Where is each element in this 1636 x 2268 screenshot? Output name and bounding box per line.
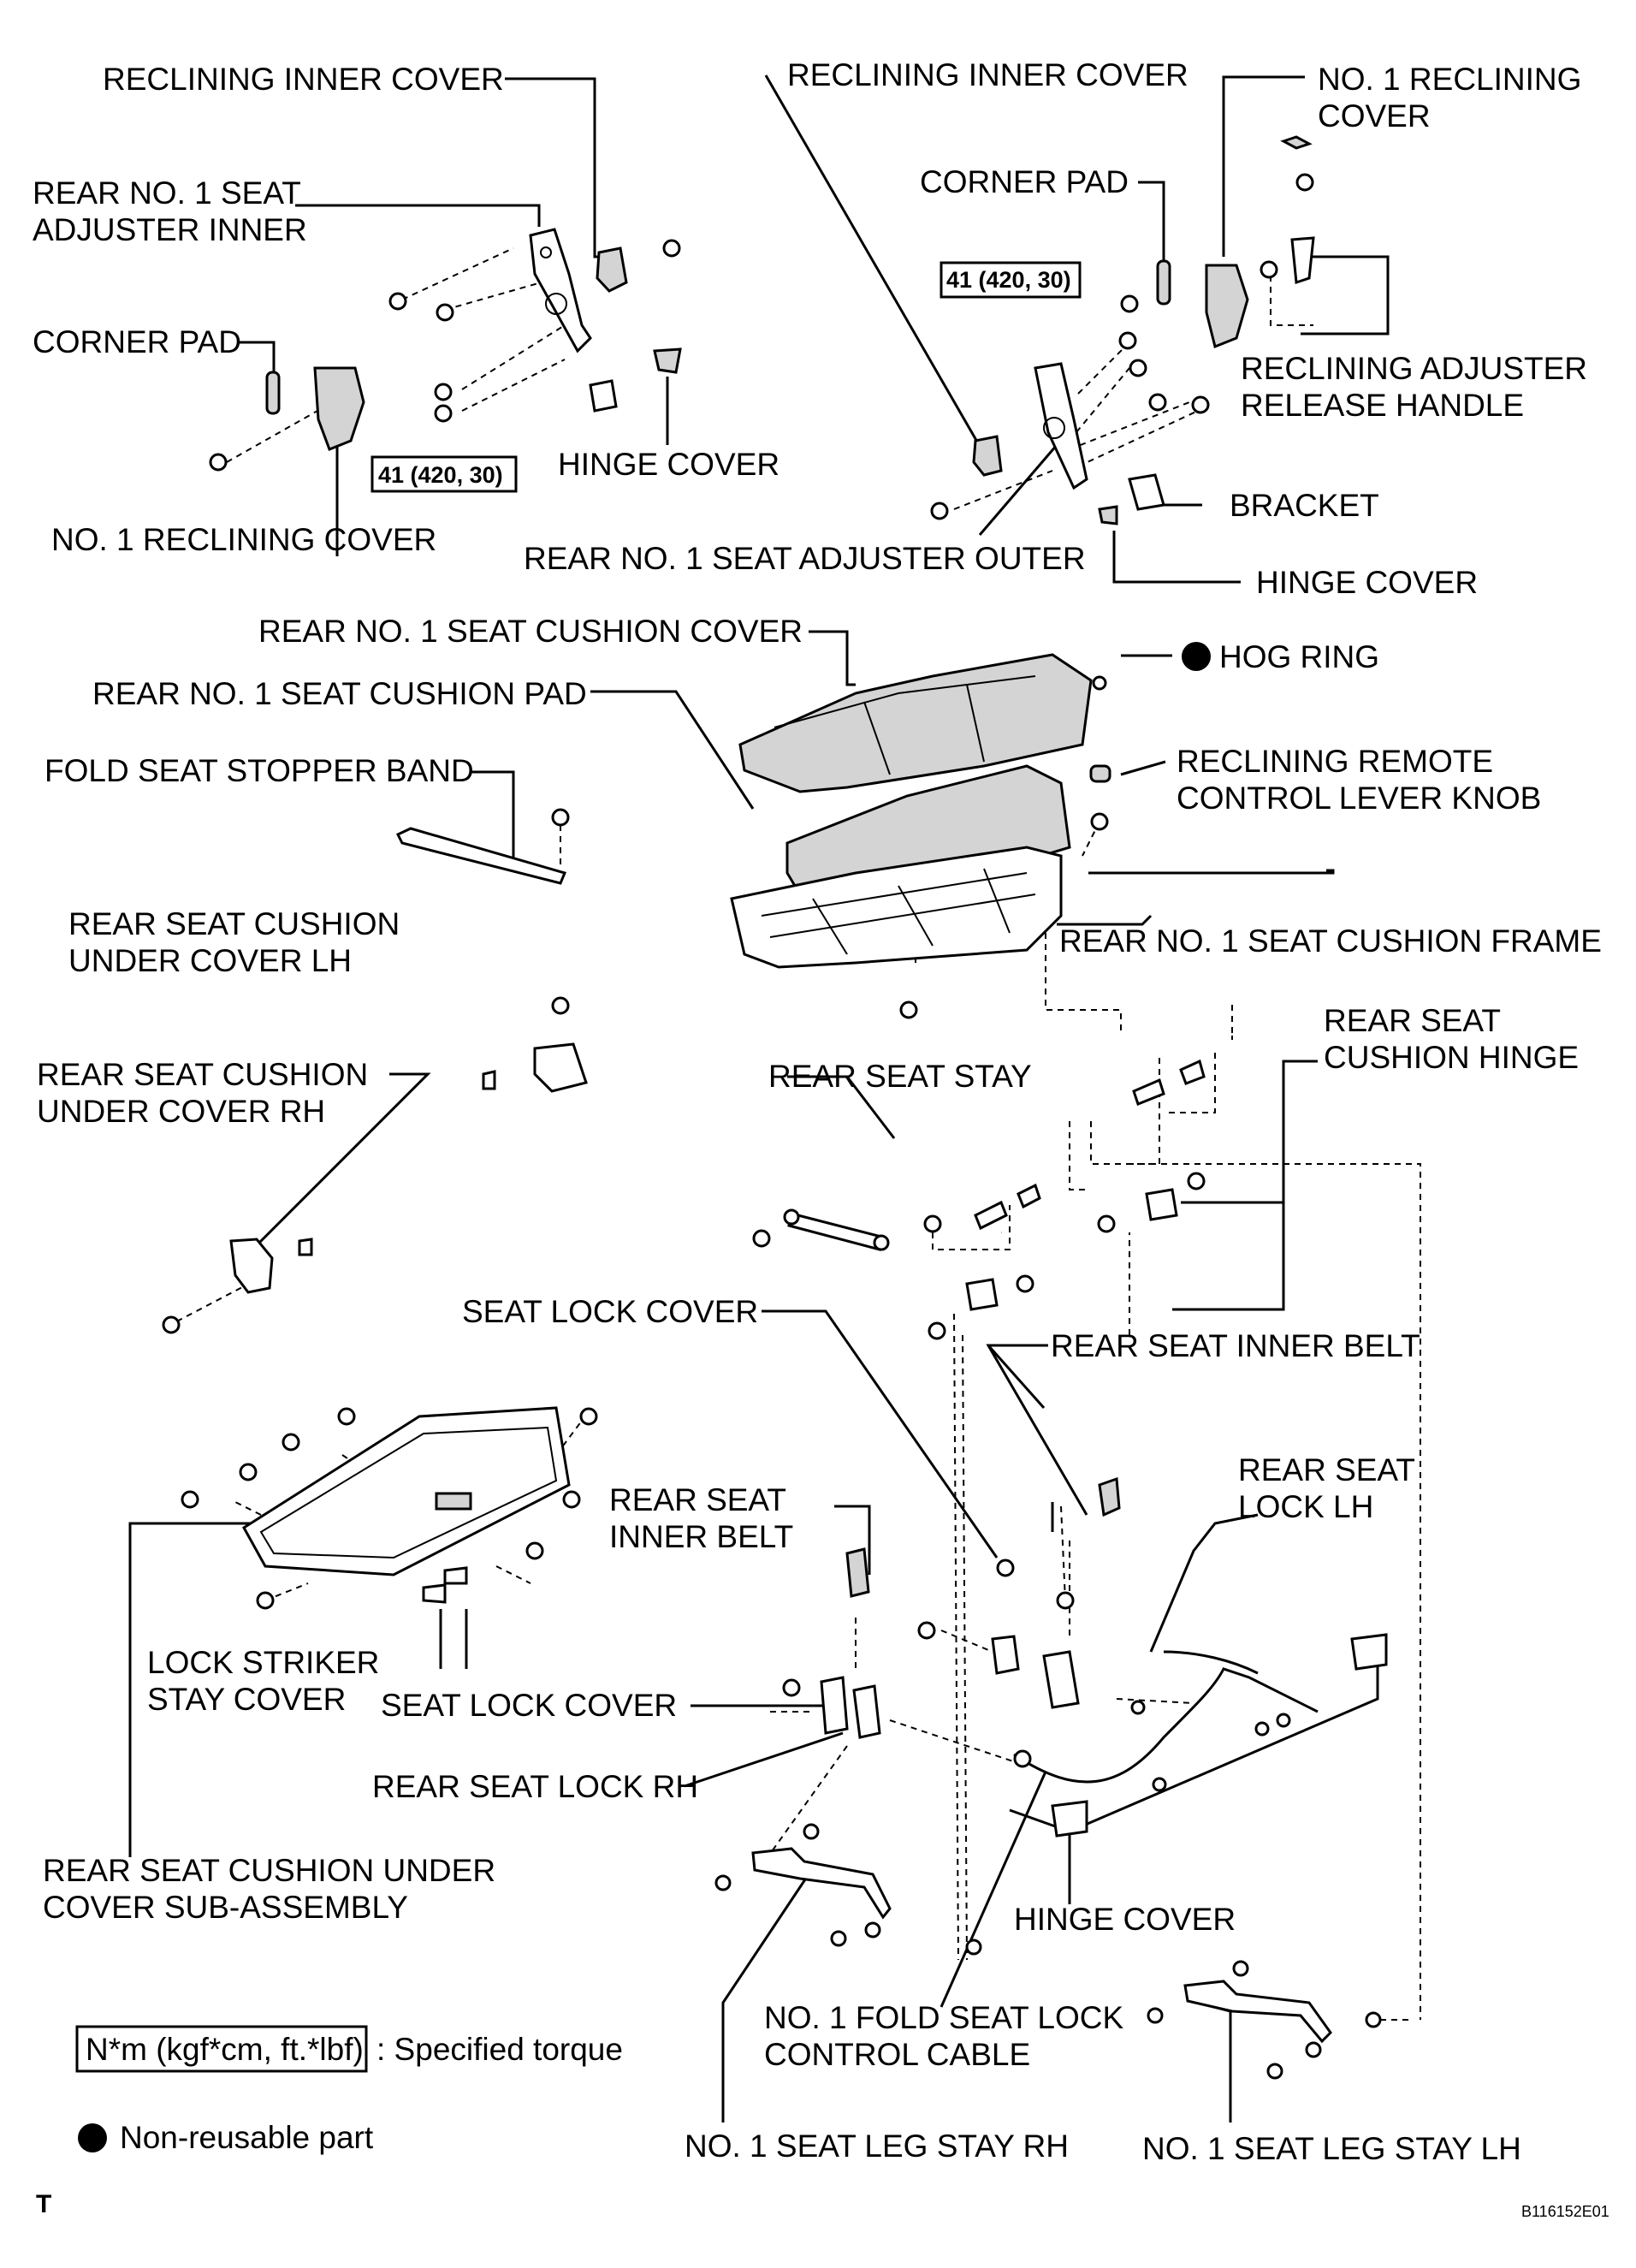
- bracket-part: [1128, 473, 1165, 511]
- legend-torque-box: [75, 2025, 368, 2073]
- label-fold-seat-stopper-band: FOLD SEAT STOPPER BAND: [44, 753, 474, 788]
- remote-lever-knob-part: [1089, 764, 1111, 783]
- label-reclining-inner-cover-right: RECLINING INNER COVER: [787, 57, 1188, 92]
- corner-pad-left-part: [265, 371, 281, 415]
- label-seat-lock-cover-bottom: SEAT LOCK COVER: [381, 1688, 677, 1723]
- reclining-inner-cover-right-part: [972, 435, 1003, 477]
- label-cushion-cover: REAR NO. 1 SEAT CUSHION COVER: [258, 614, 803, 649]
- legend-torque-units: N*m (kgf*cm, ft.*lbf): [86, 2032, 364, 2067]
- corner-pad-right-part: [1156, 259, 1171, 306]
- label-seat-lock-lh-line2: LOCK LH: [1238, 1489, 1373, 1524]
- under-cover-lh-part: [533, 1042, 588, 1093]
- label-release-handle-line2: RELEASE HANDLE: [1241, 388, 1524, 423]
- label-seat-lock-lh: REAR SEAT: [1238, 1452, 1415, 1487]
- legend: N*m (kgf*cm, ft.*lbf) : Specified torque…: [75, 2025, 623, 2155]
- label-fold-seat-lock-cable: NO. 1 FOLD SEAT LOCK: [764, 2000, 1123, 2035]
- legend-nonreusable-text: Non-reusable part: [120, 2120, 374, 2155]
- label-cushion-hinge-line2: CUSHION HINGE: [1324, 1040, 1579, 1075]
- seat-cushion-cover-part: [738, 653, 1093, 793]
- label-seat-adjuster-inner-line2: ADJUSTER INNER: [33, 212, 307, 247]
- torque-spec-right: 41 (420, 30): [940, 261, 1082, 299]
- label-leg-stay-rh: NO. 1 SEAT LEG STAY RH: [685, 2128, 1069, 2164]
- label-lock-striker-stay-cover-line2: STAY COVER: [147, 1682, 346, 1717]
- seat-lock-rh-part: [820, 1676, 849, 1735]
- label-under-cover-lh-line2: UNDER COVER LH: [68, 943, 352, 978]
- label-under-cover-rh-line2: UNDER COVER RH: [37, 1094, 325, 1129]
- nonreusable-bullet-icon: [1182, 642, 1211, 671]
- inner-belt-left-part: [845, 1547, 870, 1598]
- label-seat-adjuster-outer: REAR NO. 1 SEAT ADJUSTER OUTER: [524, 541, 1086, 576]
- label-remote-lever-knob: RECLINING REMOTE: [1177, 744, 1493, 779]
- label-remote-lever-knob-line2: CONTROL LEVER KNOB: [1177, 781, 1541, 816]
- seat-cushion-frame-part: [730, 846, 1063, 969]
- hinge-cover-bottom-right-part: [1350, 1633, 1388, 1671]
- hinge-cover-bottom-left-part: [1051, 1800, 1088, 1838]
- inner-belt-right-part: [1098, 1476, 1121, 1517]
- label-seat-lock-cover-top: SEAT LOCK COVER: [462, 1294, 758, 1329]
- reclining-cover-right-part: [1205, 264, 1249, 349]
- label-reclining-cover-right-line2: COVER: [1318, 98, 1431, 134]
- label-hinge-cover-bottom: HINGE COVER: [1014, 1902, 1236, 1937]
- fold-seat-lock-cable-part: [1013, 1667, 1319, 1784]
- under-cover-rh-part: [229, 1238, 274, 1294]
- rear-seat-stay-part: [787, 1212, 883, 1251]
- label-inner-belt-right: REAR SEAT INNER BELT: [1051, 1328, 1420, 1363]
- hinge-cover-top-part: [653, 347, 682, 374]
- label-reclining-inner-cover-left: RECLINING INNER COVER: [103, 62, 504, 97]
- label-seat-adjuster-inner: REAR NO. 1 SEAT: [33, 175, 301, 211]
- parts: [162, 135, 1388, 2080]
- label-under-cover-sub-assembly-line2: COVER SUB-ASSEMBLY: [43, 1890, 408, 1925]
- legend-torque-text: : Specified torque: [376, 2032, 623, 2067]
- label-seat-lock-rh: REAR SEAT LOCK RH: [372, 1769, 698, 1804]
- svg-text:41 (420, 30): 41 (420, 30): [378, 462, 503, 488]
- seat-adjuster-outer-part: [1034, 362, 1088, 490]
- label-hog-ring: HOG RING: [1219, 639, 1379, 674]
- label-corner-pad-right: CORNER PAD: [920, 164, 1129, 199]
- hog-ring-part: [1092, 675, 1107, 691]
- label-inner-belt-left: REAR SEAT: [609, 1482, 786, 1517]
- lock-striker-stay-cover-part: [422, 1583, 447, 1604]
- seat-adjuster-inner-part: [529, 228, 592, 353]
- nonreusable-legend-icon: [78, 2123, 107, 2152]
- under-cover-sub-assembly-part: [242, 1406, 571, 1576]
- label-cushion-pad: REAR NO. 1 SEAT CUSHION PAD: [92, 676, 587, 711]
- label-hinge-cover-right: HINGE COVER: [1256, 565, 1478, 600]
- figure-code: B116152E01: [1521, 2203, 1609, 2220]
- release-handle-part: [1290, 236, 1315, 285]
- seat-lock-cover-top-part: [991, 1635, 1020, 1675]
- callout-labels: RECLINING INNER COVER REAR NO. 1 SEAT AD…: [33, 57, 1602, 2166]
- leg-stay-rh-part: [751, 1847, 892, 1920]
- torque-spec-left: 41 (420, 30): [370, 455, 518, 493]
- fold-seat-stopper-band-part: [395, 827, 567, 885]
- label-cushion-hinge: REAR SEAT: [1324, 1003, 1501, 1038]
- label-fold-seat-lock-cable-line2: CONTROL CABLE: [764, 2037, 1030, 2072]
- alignment-lines: [166, 247, 1421, 2021]
- label-inner-belt-left-line2: INNER BELT: [609, 1519, 793, 1554]
- label-bracket: BRACKET: [1230, 488, 1379, 523]
- bolts: [162, 173, 1382, 2080]
- label-corner-pad-left: CORNER PAD: [33, 324, 241, 359]
- label-reclining-cover-left: NO. 1 RECLINING COVER: [51, 522, 436, 557]
- cushion-hinge-part: [1145, 1188, 1178, 1221]
- label-release-handle: RECLINING ADJUSTER: [1241, 351, 1587, 386]
- label-reclining-cover-right: NO. 1 RECLINING: [1318, 62, 1581, 97]
- label-hinge-cover-top: HINGE COVER: [558, 447, 779, 482]
- label-under-cover-lh: REAR SEAT CUSHION: [68, 906, 400, 941]
- hinge-cover-right-part: [1098, 505, 1118, 525]
- seat-lock-lh-part: [1042, 1650, 1080, 1709]
- label-cushion-frame: REAR NO. 1 SEAT CUSHION FRAME: [1059, 923, 1602, 959]
- leg-stay-lh-part: [1183, 1980, 1332, 2044]
- corner-mark: T: [36, 2190, 51, 2218]
- reclining-cover-left-part: [313, 366, 365, 451]
- label-rear-seat-stay: REAR SEAT STAY: [768, 1059, 1032, 1094]
- svg-text:41 (420, 30): 41 (420, 30): [946, 267, 1071, 293]
- label-leg-stay-lh: NO. 1 SEAT LEG STAY LH: [1142, 2131, 1521, 2166]
- label-under-cover-sub-assembly: REAR SEAT CUSHION UNDER: [43, 1853, 495, 1888]
- reclining-inner-cover-left-part: [596, 246, 628, 293]
- label-lock-striker-stay-cover: LOCK STRIKER: [147, 1645, 379, 1680]
- label-under-cover-rh: REAR SEAT CUSHION: [37, 1057, 368, 1092]
